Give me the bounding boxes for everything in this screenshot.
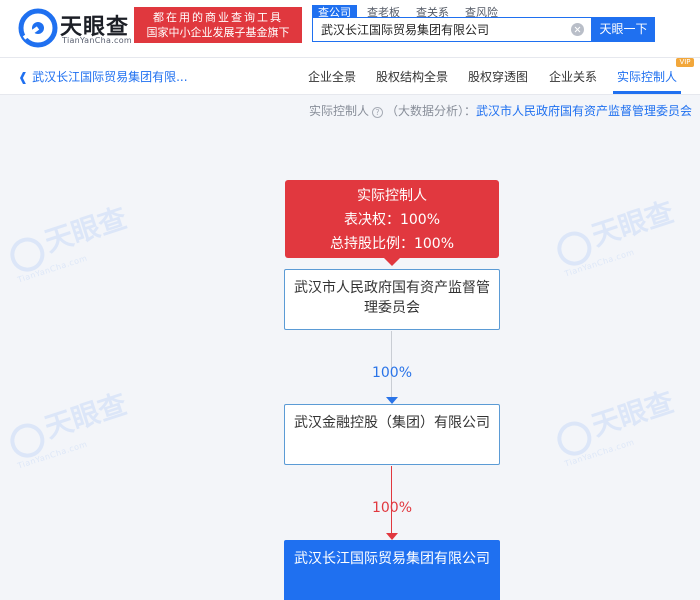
node-wuhan-financial-holdings[interactable]: 武汉金融控股（集团）有限公司	[284, 404, 500, 465]
node-sasac-wuhan[interactable]: 武汉市人民政府国有资产监督管理委员会	[284, 269, 500, 330]
tianyancha-logo-icon	[18, 8, 58, 48]
edge-line	[391, 331, 392, 397]
vip-badge: VIP	[676, 58, 694, 67]
search-input[interactable]	[313, 18, 563, 41]
node-target-company[interactable]: 武汉长江国际贸易集团有限公司	[284, 540, 500, 600]
search-tab-relation[interactable]: 查关系	[416, 6, 449, 19]
edge-percent-label: 100%	[371, 365, 413, 381]
actual-controller-card: 实际控制人 表决权：100% 总持股比例：100%	[285, 180, 499, 266]
arrow-down-icon	[386, 397, 398, 404]
voting-right: 表决权：100%	[343, 212, 441, 228]
arrow-down-icon	[386, 533, 398, 540]
search-type-tabs: 查公司查老板查关系查风险	[312, 1, 508, 21]
watermark-logo-icon	[5, 232, 49, 276]
slogan-line-1: 都在用的商业查询工具	[153, 11, 283, 24]
summary-note: （大数据分析）：	[385, 104, 476, 118]
edge-percent-label: 100%	[371, 500, 413, 516]
slogan-line-2: 国家中小企业发展子基金旗下	[146, 26, 290, 39]
tab-actual-controller[interactable]: 实际控制人	[617, 70, 678, 84]
summary-label: 实际控制人	[308, 104, 369, 118]
edge-line	[391, 466, 392, 533]
watermark: 天眼查 TianYanCha.com	[3, 196, 135, 284]
search-button[interactable]: 天眼一下	[592, 17, 655, 42]
search-tab-risk[interactable]: 查风险	[465, 6, 498, 19]
total-shareholding: 总持股比例：100%	[329, 236, 455, 252]
watermark-logo-icon	[5, 418, 49, 462]
search-box	[312, 17, 592, 42]
active-tab-underline	[613, 91, 681, 94]
watermark: 天眼查 TianYanCha.com	[550, 190, 682, 278]
top-header: 天眼查 TianYanCha.com 都在用的商业查询工具 国家中小企业发展子基…	[0, 0, 700, 58]
watermark-logo-icon	[552, 226, 596, 270]
controller-title: 实际控制人	[357, 188, 427, 204]
watermark: 天眼查 TianYanCha.com	[550, 380, 682, 468]
watermark-logo-icon	[552, 416, 596, 460]
tab-enterprise-panorama[interactable]: 企业全景	[308, 70, 357, 84]
company-navbar: ❰武汉长江国际贸易集团有限... 企业全景 股权结构全景 股权穿透图 企业关系 …	[0, 58, 700, 95]
slogan-banner: 都在用的商业查询工具 国家中小企业发展子基金旗下	[134, 7, 302, 43]
tab-equity-penetration[interactable]: 股权穿透图	[468, 70, 529, 84]
controller-summary: 实际控制人?（大数据分析）：武汉市人民政府国有资产监督管理委员会	[309, 102, 692, 119]
help-icon[interactable]: ?	[371, 107, 383, 118]
clear-icon[interactable]	[571, 23, 584, 36]
tab-enterprise-relations[interactable]: 企业关系	[549, 70, 598, 84]
site-logo[interactable]: 天眼查 TianYanCha.com	[18, 6, 132, 50]
logo-subtext: TianYanCha.com	[62, 36, 132, 45]
back-to-company-link[interactable]: ❰武汉长江国际贸易集团有限...	[18, 68, 188, 85]
logo-text: 天眼查	[60, 15, 130, 40]
tab-equity-structure[interactable]: 股权结构全景	[376, 70, 449, 84]
back-arrow-icon: ❰	[18, 70, 29, 84]
back-link-label: 武汉长江国际贸易集团有限...	[32, 70, 188, 84]
search-tab-boss[interactable]: 查老板	[367, 6, 400, 19]
controller-name-link[interactable]: 武汉市人民政府国有资产监督管理委员会	[475, 104, 692, 118]
watermark: 天眼查 TianYanCha.com	[3, 382, 135, 470]
